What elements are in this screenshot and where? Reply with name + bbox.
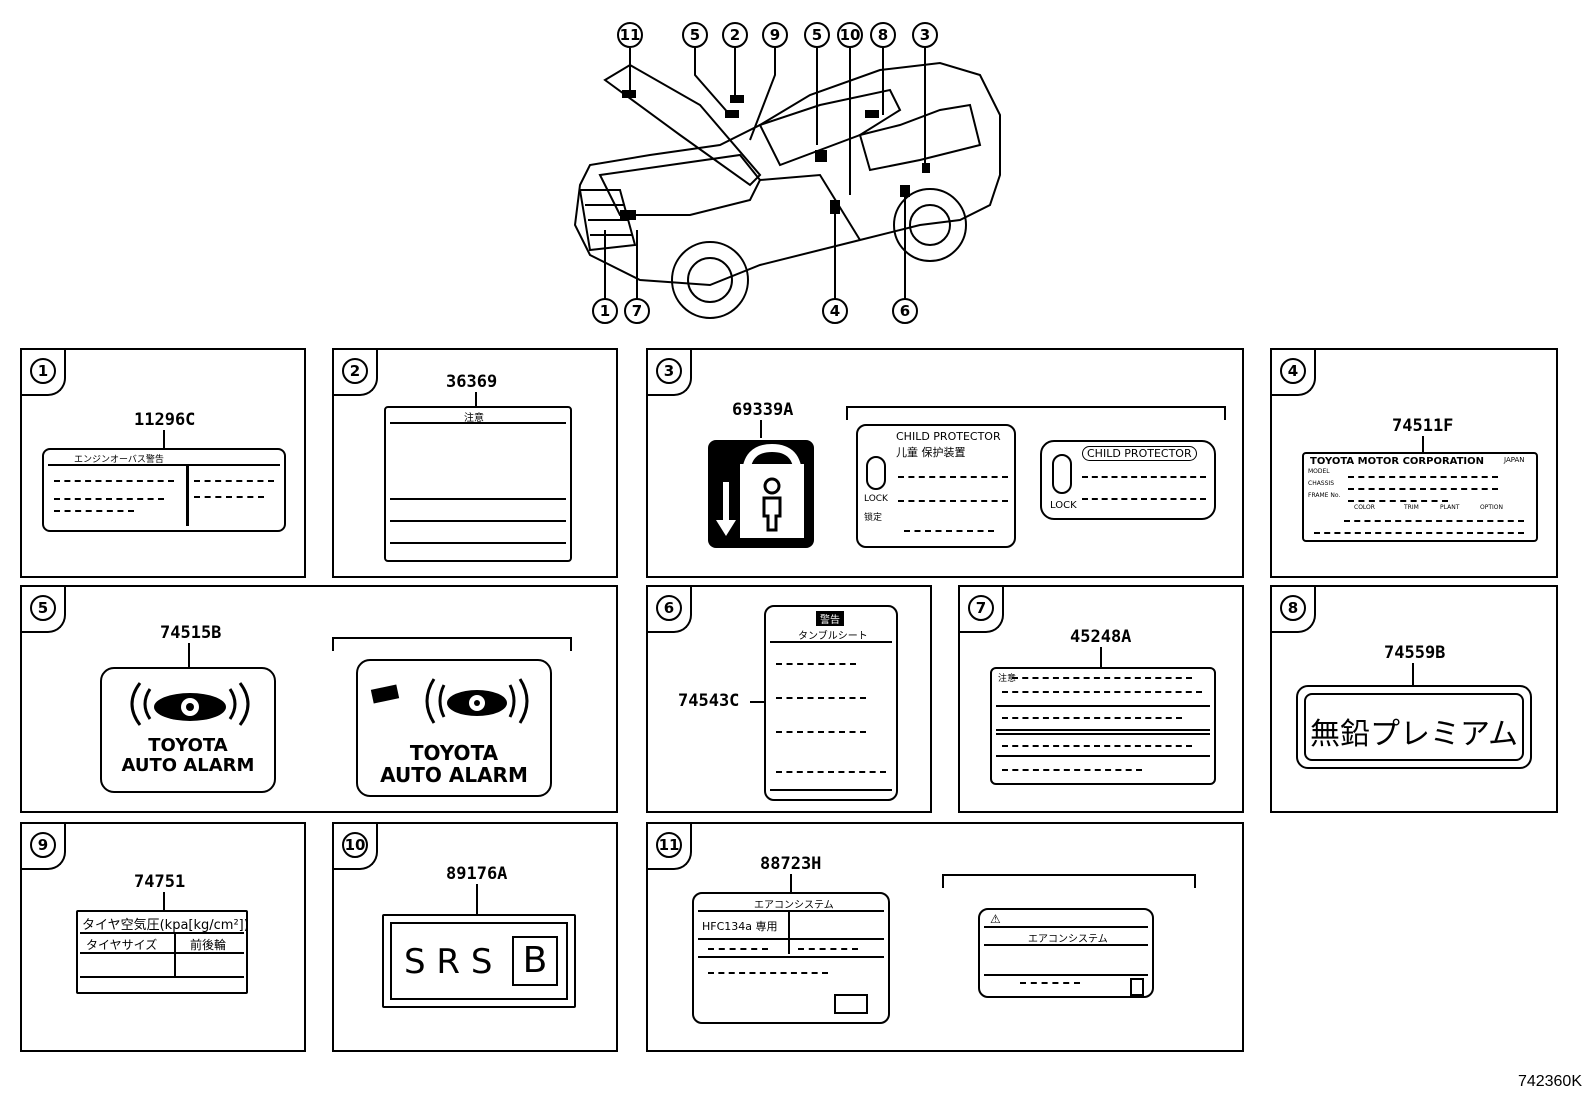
callout-8: 8 [870,22,896,48]
panel-10: 10 89176A S R S B [332,822,618,1052]
panel-number: 6 [656,595,682,621]
figure-id: 742360K [1517,1073,1582,1090]
part-number: 11296C [134,410,196,430]
label-text: TRIM [1404,504,1419,511]
label-text: TOYOTA MOTOR CORPORATION [1310,456,1485,467]
child-protector-label-b: CHILD PROTECTOR LOCK [1040,440,1216,520]
label-74543C: 警告 タンブルシート [764,605,898,801]
car-alarm-icon [130,682,250,726]
label-text: FRAME No. [1308,492,1341,499]
label-text: エアコンシステム [754,900,834,911]
part-number: 74559B [1384,643,1446,663]
label-text: HFC134a 専用 [702,920,778,933]
callout-1: 1 [592,298,618,324]
srs-label: S R S B [382,914,576,1008]
label-text: CHILD PROTECTOR [1082,446,1197,461]
panel-number: 2 [342,358,368,384]
label-text: 儿童 保护装置 [896,446,966,459]
label-text: LOCK [864,494,888,504]
label-text: CHASSIS [1308,480,1335,487]
label-74511F: TOYOTA MOTOR CORPORATION JAPAN MODEL CHA… [1302,452,1538,542]
callout-3: 3 [912,22,938,48]
callout-2: 2 [722,22,748,48]
panel-number: 1 [30,358,56,384]
part-number: 74511F [1392,416,1454,436]
label-text: タイヤ空気圧(kpa[kg/cm²]) [82,918,249,933]
panel-number: 3 [656,358,682,384]
label-text: PLANT [1440,504,1460,511]
label-text: 注意 [998,674,1017,684]
srs-text: S R S [404,942,493,982]
part-number: 74515B [160,623,222,643]
panel-number: 7 [968,595,994,621]
panel-9: 9 74751 タイヤ空気圧(kpa[kg/cm²]) タイヤサイズ 前後輪 [20,822,306,1052]
aircon-label-b: ⚠ エアコンシステム [978,908,1154,998]
part-number: 89176A [446,864,508,884]
panel-6: 6 74543C 警告 タンブルシート [646,585,932,813]
alarm-text-line1: TOYOTA [148,735,228,756]
srs-b-box: B [512,936,558,986]
part-number: 36369 [446,372,498,392]
panel-number: 9 [30,832,56,858]
tire-pressure-label: タイヤ空気圧(kpa[kg/cm²]) タイヤサイズ 前後輪 [76,910,249,994]
auto-alarm-label-a: TOYOTA AUTO ALARM [100,667,276,793]
label-36369: 注意 [384,406,572,562]
callout-7: 7 [624,298,650,324]
label-74559B: 無鉛プレミアム [1296,685,1532,769]
panel-number: 11 [656,832,682,858]
part-number: 74751 [134,872,186,892]
warning-icon: ⚠ [990,912,1001,926]
label-text: 注意 [464,413,484,424]
panel-3: 3 69339A CHILD PROTECTOR 儿童 保护装置 LOCK 锁定… [646,348,1244,578]
callout-5b: 5 [804,22,830,48]
label-text: OPTION [1480,504,1503,511]
panel-4: 4 74511F TOYOTA MOTOR CORPORATION JAPAN … [1270,348,1558,578]
label-text: 前後輪 [190,938,227,952]
aircon-label-a: エアコンシステム HFC134a 専用 [692,892,890,1024]
label-text: COLOR [1354,504,1375,511]
callout-11: 11 [617,22,643,48]
label-text: LOCK [1050,500,1077,511]
label-text: 無鉛プレミアム [1310,717,1518,752]
panel-8: 8 74559B 無鉛プレミアム [1270,585,1558,813]
label-text: エンジンオーバス警告 [74,455,164,465]
callout-9: 9 [762,22,788,48]
part-number: 69339A [732,400,794,420]
child-protector-label-a: CHILD PROTECTOR 儿童 保护装置 LOCK 锁定 [856,424,1016,548]
label-text: 警告 [816,611,844,626]
child-lock-icon [708,440,814,548]
part-number: 74543C [678,691,740,711]
callout-10: 10 [837,22,863,48]
part-number: 88723H [760,854,822,874]
panel-number: 8 [1280,595,1306,621]
panel-7: 7 45248A 注意 [958,585,1244,813]
panel-11: 11 88723H エアコンシステム HFC134a 専用 ⚠ エアコンシステム [646,822,1244,1052]
panel-number: 5 [30,595,56,621]
part-number: 45248A [1070,627,1132,647]
alarm-text-line2: AUTO ALARM [121,755,255,776]
label-text: MODEL [1308,468,1330,475]
alarm-text-line2: AUTO ALARM [380,763,528,787]
panel-2: 2 36369 注意 [332,348,618,578]
label-text: CHILD PROTECTOR [896,430,1001,443]
label-text: エアコンシステム [1028,934,1108,945]
callout-6: 6 [892,298,918,324]
label-text: タンブルシート [798,631,868,642]
label-11296C: エンジンオーバス警告 [42,448,286,532]
panel-number: 4 [1280,358,1306,384]
panel-number: 10 [342,832,368,858]
alarm-text-line1: TOYOTA [409,741,499,765]
car-alarm-icon [370,678,529,724]
label-45248A: 注意 [990,667,1216,785]
panel-5: 5 74515B TOYOTA AUTO ALARM TOYOTA AUTO A… [20,585,618,813]
label-text: 锁定 [864,513,883,523]
panel-1: 1 11296C エンジンオーバス警告 [20,348,306,578]
label-text: タイヤサイズ [86,938,158,952]
callout-5: 5 [682,22,708,48]
vehicle-illustration [573,48,1001,319]
auto-alarm-label-b: TOYOTA AUTO ALARM [356,659,552,797]
callout-4: 4 [822,298,848,324]
label-text: JAPAN [1504,456,1525,464]
